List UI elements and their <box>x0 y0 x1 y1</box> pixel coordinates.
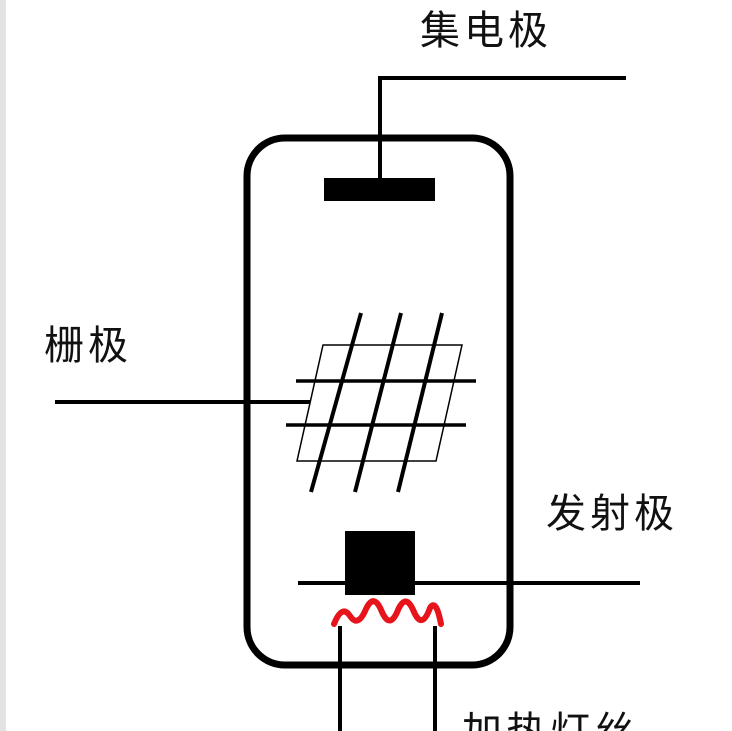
emitter-block <box>345 531 415 595</box>
grid-wire <box>353 312 403 493</box>
heater-coil <box>331 598 444 627</box>
collector-plate <box>324 178 435 201</box>
grid-wire <box>396 312 444 493</box>
left-border <box>0 0 6 731</box>
heater-label: 加热灯丝 <box>462 709 638 731</box>
grid-label: 栅极 <box>44 323 132 369</box>
collector-lead <box>378 76 626 178</box>
grid-wire <box>309 312 363 493</box>
emitter-label: 发射极 <box>546 491 678 537</box>
collector-label: 集电极 <box>420 8 552 54</box>
grid-outline <box>296 344 463 462</box>
grid-mesh <box>286 312 476 493</box>
